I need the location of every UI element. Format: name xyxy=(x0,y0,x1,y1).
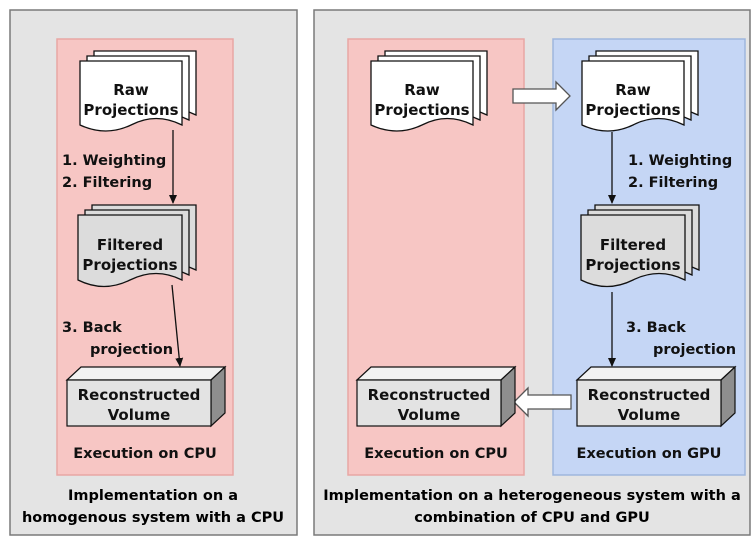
right-cpu-volume-label-line1: Reconstructed xyxy=(368,386,491,404)
left-filtered-projections-stack: Filtered Projections xyxy=(77,204,197,288)
left-step-filtering: 2. Filtering xyxy=(62,175,152,191)
right-gpu-raw-label-line2: Projections xyxy=(585,101,680,119)
left-step-back: 3. Back xyxy=(62,320,122,336)
left-reconstructed-volume: Reconstructed Volume xyxy=(65,365,227,428)
left-filtered-label-line2: Projections xyxy=(82,256,177,274)
right-filtered-label-line1: Filtered xyxy=(600,236,666,254)
right-gpu-raw-label-line1: Raw xyxy=(615,81,651,99)
right-caption-line1: Implementation on a heterogeneous system… xyxy=(323,488,741,504)
right-cpu-raw-label-line1: Raw xyxy=(404,81,440,99)
left-panel: Raw Projections 1. Weighting 2. Filterin… xyxy=(9,9,298,536)
right-gpu-reconstructed-volume: Reconstructed Volume xyxy=(575,365,737,428)
left-raw-label-line2: Projections xyxy=(83,101,178,119)
left-volume-label-line2: Volume xyxy=(108,406,171,424)
left-caption-line1: Implementation on a xyxy=(68,488,238,504)
left-cpu-label: Execution on CPU xyxy=(73,446,217,462)
right-cpu-volume-label-line2: Volume xyxy=(398,406,461,424)
transfer-arrow-gpu-to-cpu xyxy=(513,386,572,418)
right-step-projection: projection xyxy=(653,342,736,358)
left-caption-line2: homogenous system with a CPU xyxy=(22,510,284,526)
right-caption-line2: combination of CPU and GPU xyxy=(414,510,650,526)
right-step-weighting: 1. Weighting xyxy=(628,153,732,169)
transfer-arrow-cpu-to-gpu xyxy=(512,80,571,112)
left-raw-label-line1: Raw xyxy=(113,81,149,99)
right-step-back: 3. Back xyxy=(626,320,686,336)
right-gpu-volume-label-line1: Reconstructed xyxy=(588,386,711,404)
right-cpu-raw-label-line2: Projections xyxy=(374,101,469,119)
left-volume-label-line1: Reconstructed xyxy=(78,386,201,404)
left-raw-projections-stack: Raw Projections xyxy=(79,50,197,132)
left-step-projection: projection xyxy=(90,342,173,358)
left-filtered-label-line1: Filtered xyxy=(97,236,163,254)
left-step-weighting: 1. Weighting xyxy=(62,153,166,169)
right-step-filtering: 2. Filtering xyxy=(628,175,718,191)
right-cpu-reconstructed-volume: Reconstructed Volume xyxy=(355,365,517,428)
left-arrow-filtered-to-volume xyxy=(171,284,184,367)
right-cpu-label: Execution on CPU xyxy=(364,446,508,462)
right-cpu-raw-projections-stack: Raw Projections xyxy=(370,50,488,132)
right-filtered-projections-stack: Filtered Projections xyxy=(580,204,700,288)
right-filtered-label-line2: Projections xyxy=(585,256,680,274)
right-gpu-raw-projections-stack: Raw Projections xyxy=(581,50,699,132)
right-gpu-label: Execution on GPU xyxy=(577,446,722,462)
right-gpu-volume-label-line2: Volume xyxy=(618,406,681,424)
right-panel: Raw Projections Raw Projections 1. Weigh… xyxy=(313,9,751,536)
